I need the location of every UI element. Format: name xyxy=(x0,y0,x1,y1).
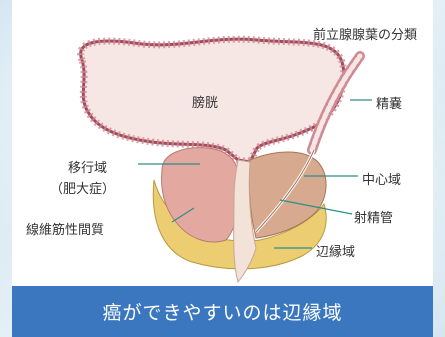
label-seminal-vesicle: 精嚢 xyxy=(376,93,402,112)
caption-bar: 癌ができやすいのは辺縁域 xyxy=(12,286,433,337)
diagram-title: 前立腺腺葉の分類 xyxy=(313,24,417,43)
caption-text: 癌ができやすいのは辺縁域 xyxy=(102,298,342,325)
label-transition-zone: 移行域 xyxy=(68,157,107,176)
label-bladder: 膀胱 xyxy=(192,92,218,111)
label-ejaculatory-duct: 射精管 xyxy=(354,207,393,226)
label-fibromuscular-stroma: 線維筋性間質 xyxy=(26,219,104,238)
label-transition-zone-note: （肥大症） xyxy=(50,178,115,197)
label-central-zone: 中心域 xyxy=(362,169,401,188)
label-peripheral-zone: 辺縁域 xyxy=(316,241,355,260)
